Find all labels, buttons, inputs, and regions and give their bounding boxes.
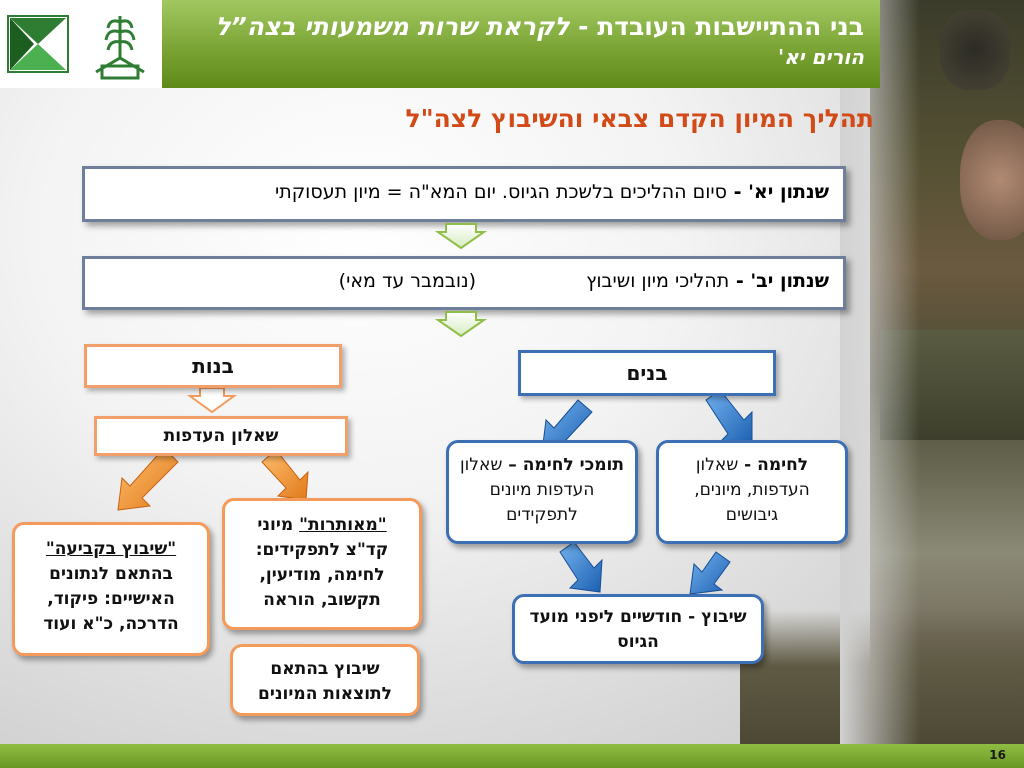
girls-questionnaire: שאלון העדפות: [163, 426, 279, 446]
girls-screening-box: "מאותרות" מיוני קד"צ לתפקידים: לחימה, מו…: [222, 498, 422, 630]
header-title-line2: הורים יא': [778, 45, 864, 69]
boys-title-box: בנים: [518, 350, 776, 396]
page-number: 16: [989, 748, 1006, 762]
screening-text: קד"צ לתפקידים: לחימה, מודיעין, תקשוב, הו…: [255, 540, 389, 610]
screening-label: מיוני: [257, 515, 300, 535]
header-title-line1-b: לקראת שרות משמעותי בצה”ל: [215, 12, 570, 41]
grade-12-text: תהליכי מיון ושיבוץ: [586, 270, 730, 292]
orange-arrow-left: [117, 447, 179, 511]
orange-arrow-right: [261, 449, 309, 501]
boys-support-box: תומכי לחימה – שאלון העדפות מיונים לתפקיד…: [446, 440, 638, 544]
header-title: בני ההתיישבות העובדת - לקראת שרות משמעות…: [164, 10, 864, 71]
girls-result: שיבוץ בהתאם לתוצאות המיונים: [258, 659, 392, 704]
down-arrow-1: [434, 223, 488, 250]
soldier-face: [960, 120, 1024, 240]
fixed-placement-text: בהתאם לנתונים האישיים: פיקוד, הדרכה, כ"א…: [43, 564, 179, 634]
header-shine: [150, 0, 880, 88]
support-label: תומכי לחימה –: [502, 455, 624, 475]
combat-label: לחימה -: [738, 455, 809, 475]
combat-text: שאלון העדפות, מיונים, גיבושים: [694, 455, 810, 525]
support-text: שאלון העדפות מיונים לתפקידים: [460, 455, 595, 525]
girls-fixed-placement-box: "שיבוץ בקביעה" בהתאם לנתונים האישיים: פי…: [12, 522, 210, 656]
boys-title: בנים: [626, 361, 668, 385]
boys-combat-box: לחימה - שאלון העדפות, מיונים, גיבושים: [656, 440, 848, 544]
boys-placement-box: שיבוץ - חודשיים ליפני מועד הגיוס: [512, 594, 764, 664]
photo-fade: [840, 0, 920, 768]
boys-placement: שיבוץ - חודשיים ליפני מועד הגיוס: [529, 607, 747, 652]
logo-right: [78, 0, 162, 88]
grade-11-text: סיום ההליכים בלשכת הגיוס. יום המא"ה = מי…: [274, 181, 727, 203]
header-title-line1-a: בני ההתיישבות העובדת -: [569, 12, 864, 41]
grade-12-period: (נובמבר עד מאי): [338, 270, 477, 292]
girls-title-box: בנות: [84, 344, 342, 388]
grade-12-label: שנתון יב' -: [729, 270, 829, 292]
blue-arrow-3: [559, 541, 603, 593]
girls-title: בנות: [192, 354, 234, 378]
fixed-placement-title: "שיבוץ בקביעה": [45, 539, 177, 559]
girls-questionnaire-box: שאלון העדפות: [94, 416, 348, 456]
footer-bar: [0, 744, 1024, 768]
down-arrow-2: [434, 311, 488, 338]
blue-arrow-4: [689, 551, 731, 595]
grade-12-bar: שנתון יב' - תהליכי מיון ושיבוץ (נובמבר עד…: [82, 256, 846, 310]
soldier-figure: [940, 10, 1010, 90]
grade-11-bar: שנתון יא' - סיום ההליכים בלשכת הגיוס. יו…: [82, 166, 846, 222]
screening-flag: "מאותרות": [299, 515, 387, 535]
girls-down-arrow: [186, 387, 238, 414]
wheat-house-logo-icon: [95, 16, 145, 80]
page-subtitle: תהליך המיון הקדם צבאי והשיבוץ לצה"ל: [405, 104, 874, 133]
girls-result-box: שיבוץ בהתאם לתוצאות המיונים: [230, 644, 420, 716]
grade-11-label: שנתון יא' -: [726, 181, 829, 203]
logo-left: [0, 0, 78, 88]
blue-arrow-2: [705, 389, 753, 447]
square-logo-icon: [7, 15, 69, 73]
